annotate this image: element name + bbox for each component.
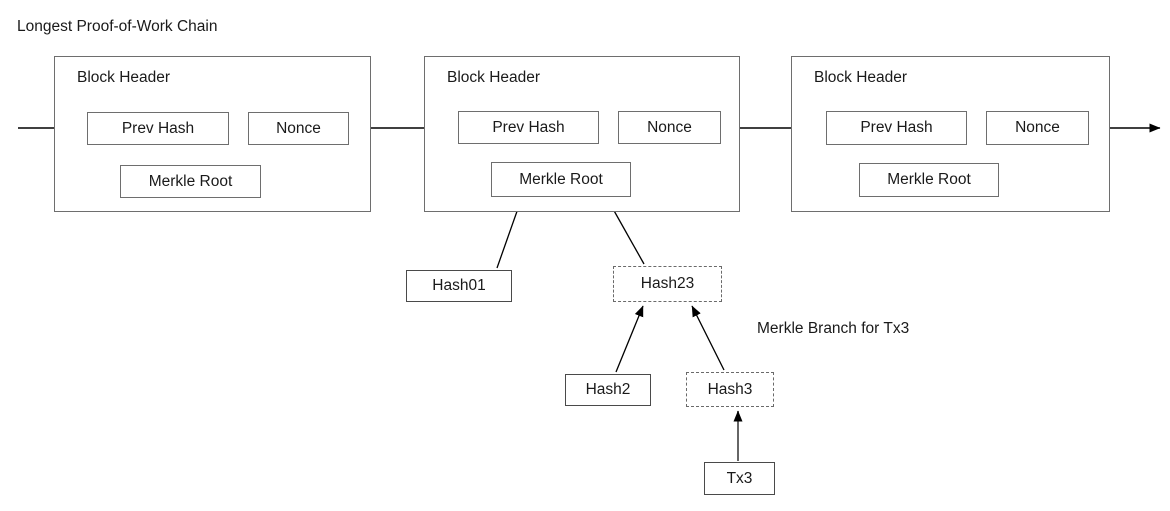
block-3-merkle-root[interactable]: Merkle Root xyxy=(859,163,999,197)
block-1-prev-hash[interactable]: Prev Hash xyxy=(87,112,229,145)
merkle-node-tx3[interactable]: Tx3 xyxy=(704,462,775,495)
block-header-1[interactable]: Block Header Prev Hash Nonce Merkle Root xyxy=(54,56,371,212)
block-header-3[interactable]: Block Header Prev Hash Nonce Merkle Root xyxy=(791,56,1110,212)
block-header-2[interactable]: Block Header Prev Hash Nonce Merkle Root xyxy=(424,56,740,212)
merkle-node-hash23[interactable]: Hash23 xyxy=(613,266,722,302)
merkle-node-hash2[interactable]: Hash2 xyxy=(565,374,651,406)
block-3-nonce[interactable]: Nonce xyxy=(986,111,1089,145)
block-1-merkle-root[interactable]: Merkle Root xyxy=(120,165,261,198)
block-2-prev-hash[interactable]: Prev Hash xyxy=(458,111,599,144)
merkle-node-hash01[interactable]: Hash01 xyxy=(406,270,512,302)
diagram-title: Longest Proof-of-Work Chain xyxy=(17,18,218,35)
arrow-hash2-to-hash23 xyxy=(615,305,644,373)
block-3-prev-hash[interactable]: Prev Hash xyxy=(826,111,967,145)
block-1-nonce[interactable]: Nonce xyxy=(248,112,349,145)
block-2-merkle-root[interactable]: Merkle Root xyxy=(491,162,631,197)
block-header-2-label: Block Header xyxy=(447,69,541,86)
arrow-hash3-to-hash23 xyxy=(691,305,725,371)
merkle-node-hash3[interactable]: Hash3 xyxy=(686,372,774,407)
block-header-3-label: Block Header xyxy=(814,69,908,86)
block-header-1-label: Block Header xyxy=(77,69,171,86)
block-2-nonce[interactable]: Nonce xyxy=(618,111,721,144)
merkle-branch-caption: Merkle Branch for Tx3 xyxy=(757,320,910,337)
